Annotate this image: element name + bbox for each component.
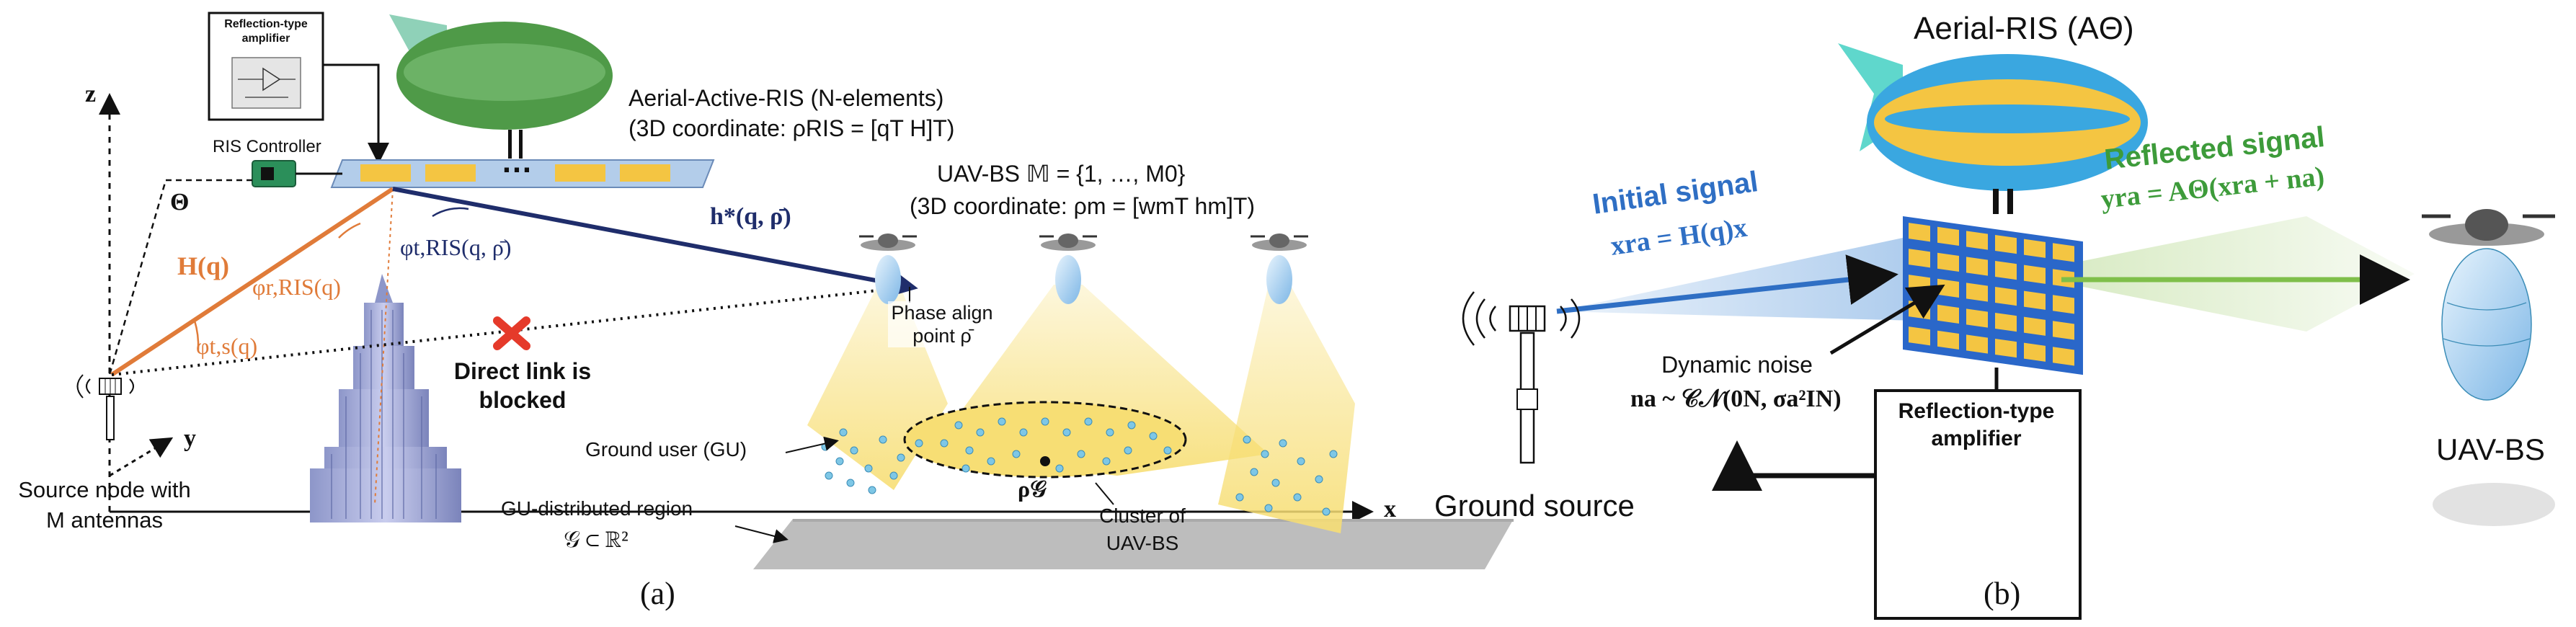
uav-cluster-ellipse bbox=[903, 401, 1187, 479]
dynamic-noise-eq: na ~ 𝒞𝒩(0N, σa²IN) bbox=[1630, 386, 1842, 412]
airship-icon-a bbox=[389, 14, 613, 159]
axis-x-label: x bbox=[1384, 496, 1396, 522]
axis-y-label: y bbox=[184, 425, 196, 452]
caption-a: (a) bbox=[640, 576, 675, 611]
cluster-center-point bbox=[1040, 456, 1050, 466]
source-node-line2: M antennas bbox=[46, 507, 163, 533]
angle-r-ris-label: φr,RIS(q) bbox=[252, 274, 341, 300]
reflected-signal-beam bbox=[2018, 216, 2415, 332]
uav-drone-icon-b bbox=[2422, 209, 2555, 526]
phase-align-label: Phase align point ρ̄ bbox=[888, 301, 996, 347]
rho-g-label: ρ𝒢 bbox=[1018, 476, 1047, 502]
channel-h-star-line bbox=[392, 187, 918, 299]
blocked-cross-icon bbox=[493, 316, 530, 350]
ris-dots: … bbox=[501, 144, 533, 179]
reflection-amplifier-box-a bbox=[208, 12, 324, 121]
panel-a bbox=[76, 12, 1514, 569]
initial-signal-arrow bbox=[1556, 254, 1898, 314]
uav-bs-set-line2: (3D coordinate: ρm = [wmT hm]T) bbox=[910, 193, 1256, 219]
ground-user-label: Ground user (GU) bbox=[585, 438, 747, 461]
skyscraper-icon bbox=[310, 274, 461, 522]
channel-h-line bbox=[110, 187, 394, 377]
aerial-active-ris-line2: (3D coordinate: ρRIS = [qT H]T) bbox=[629, 115, 955, 141]
gu-region-line2: 𝒢 ⊂ ℝ² bbox=[564, 526, 629, 552]
uav-bs-label-b: UAV-BS bbox=[2436, 432, 2545, 466]
direct-link-line bbox=[111, 287, 898, 376]
direct-link-label: Direct link is blocked bbox=[453, 358, 592, 413]
active-ris-panel bbox=[330, 159, 715, 188]
ground-source-label: Ground source bbox=[1434, 489, 1635, 522]
aerial-ris-label: Aerial-RIS (AΘ) bbox=[1914, 11, 2134, 46]
panel-b bbox=[1462, 43, 2555, 552]
reflection-amplifier-box-b bbox=[1874, 389, 2082, 620]
source-antenna-icon-a bbox=[76, 374, 134, 440]
aerial-active-ris-line1: Aerial-Active-RIS (N-elements) bbox=[629, 85, 944, 111]
gu-region-line1: GU-distributed region bbox=[501, 497, 693, 520]
ground-source-antenna-icon bbox=[1462, 291, 1581, 464]
dynamic-noise-label: Dynamic noise bbox=[1661, 352, 1813, 378]
channel-h-label: H(q) bbox=[177, 252, 229, 280]
ris-controller-label: RIS Controller bbox=[213, 137, 321, 156]
reflection-amplifier-label-a: Reflection-type amplifier bbox=[224, 18, 308, 45]
uav-bs-set-line1: UAV-BS 𝕄 = {1, …, M0} bbox=[937, 161, 1186, 187]
angle-t-ris-label: φt,RIS(q, ρ̄) bbox=[400, 234, 512, 260]
channel-h-star-label: h*(q, ρ̄) bbox=[710, 203, 791, 230]
caption-b: (b) bbox=[1984, 576, 2021, 611]
cluster-line2: UAV-BS bbox=[1106, 532, 1179, 554]
source-node-line1: Source node with bbox=[18, 477, 191, 502]
theta-label: Θ bbox=[170, 189, 190, 215]
axis-z-label: z bbox=[85, 81, 97, 107]
uav-drone-icons bbox=[859, 234, 1308, 304]
cluster-line1: Cluster of bbox=[1099, 504, 1186, 527]
ris-controller-chip bbox=[252, 160, 342, 187]
reflection-amplifier-label-b: Reflection-type amplifier bbox=[1898, 399, 2055, 450]
airship-icon-b bbox=[1838, 43, 2148, 214]
angle-t-s-label: φt,s(q) bbox=[196, 333, 258, 359]
gu-region-plane bbox=[753, 519, 1514, 569]
